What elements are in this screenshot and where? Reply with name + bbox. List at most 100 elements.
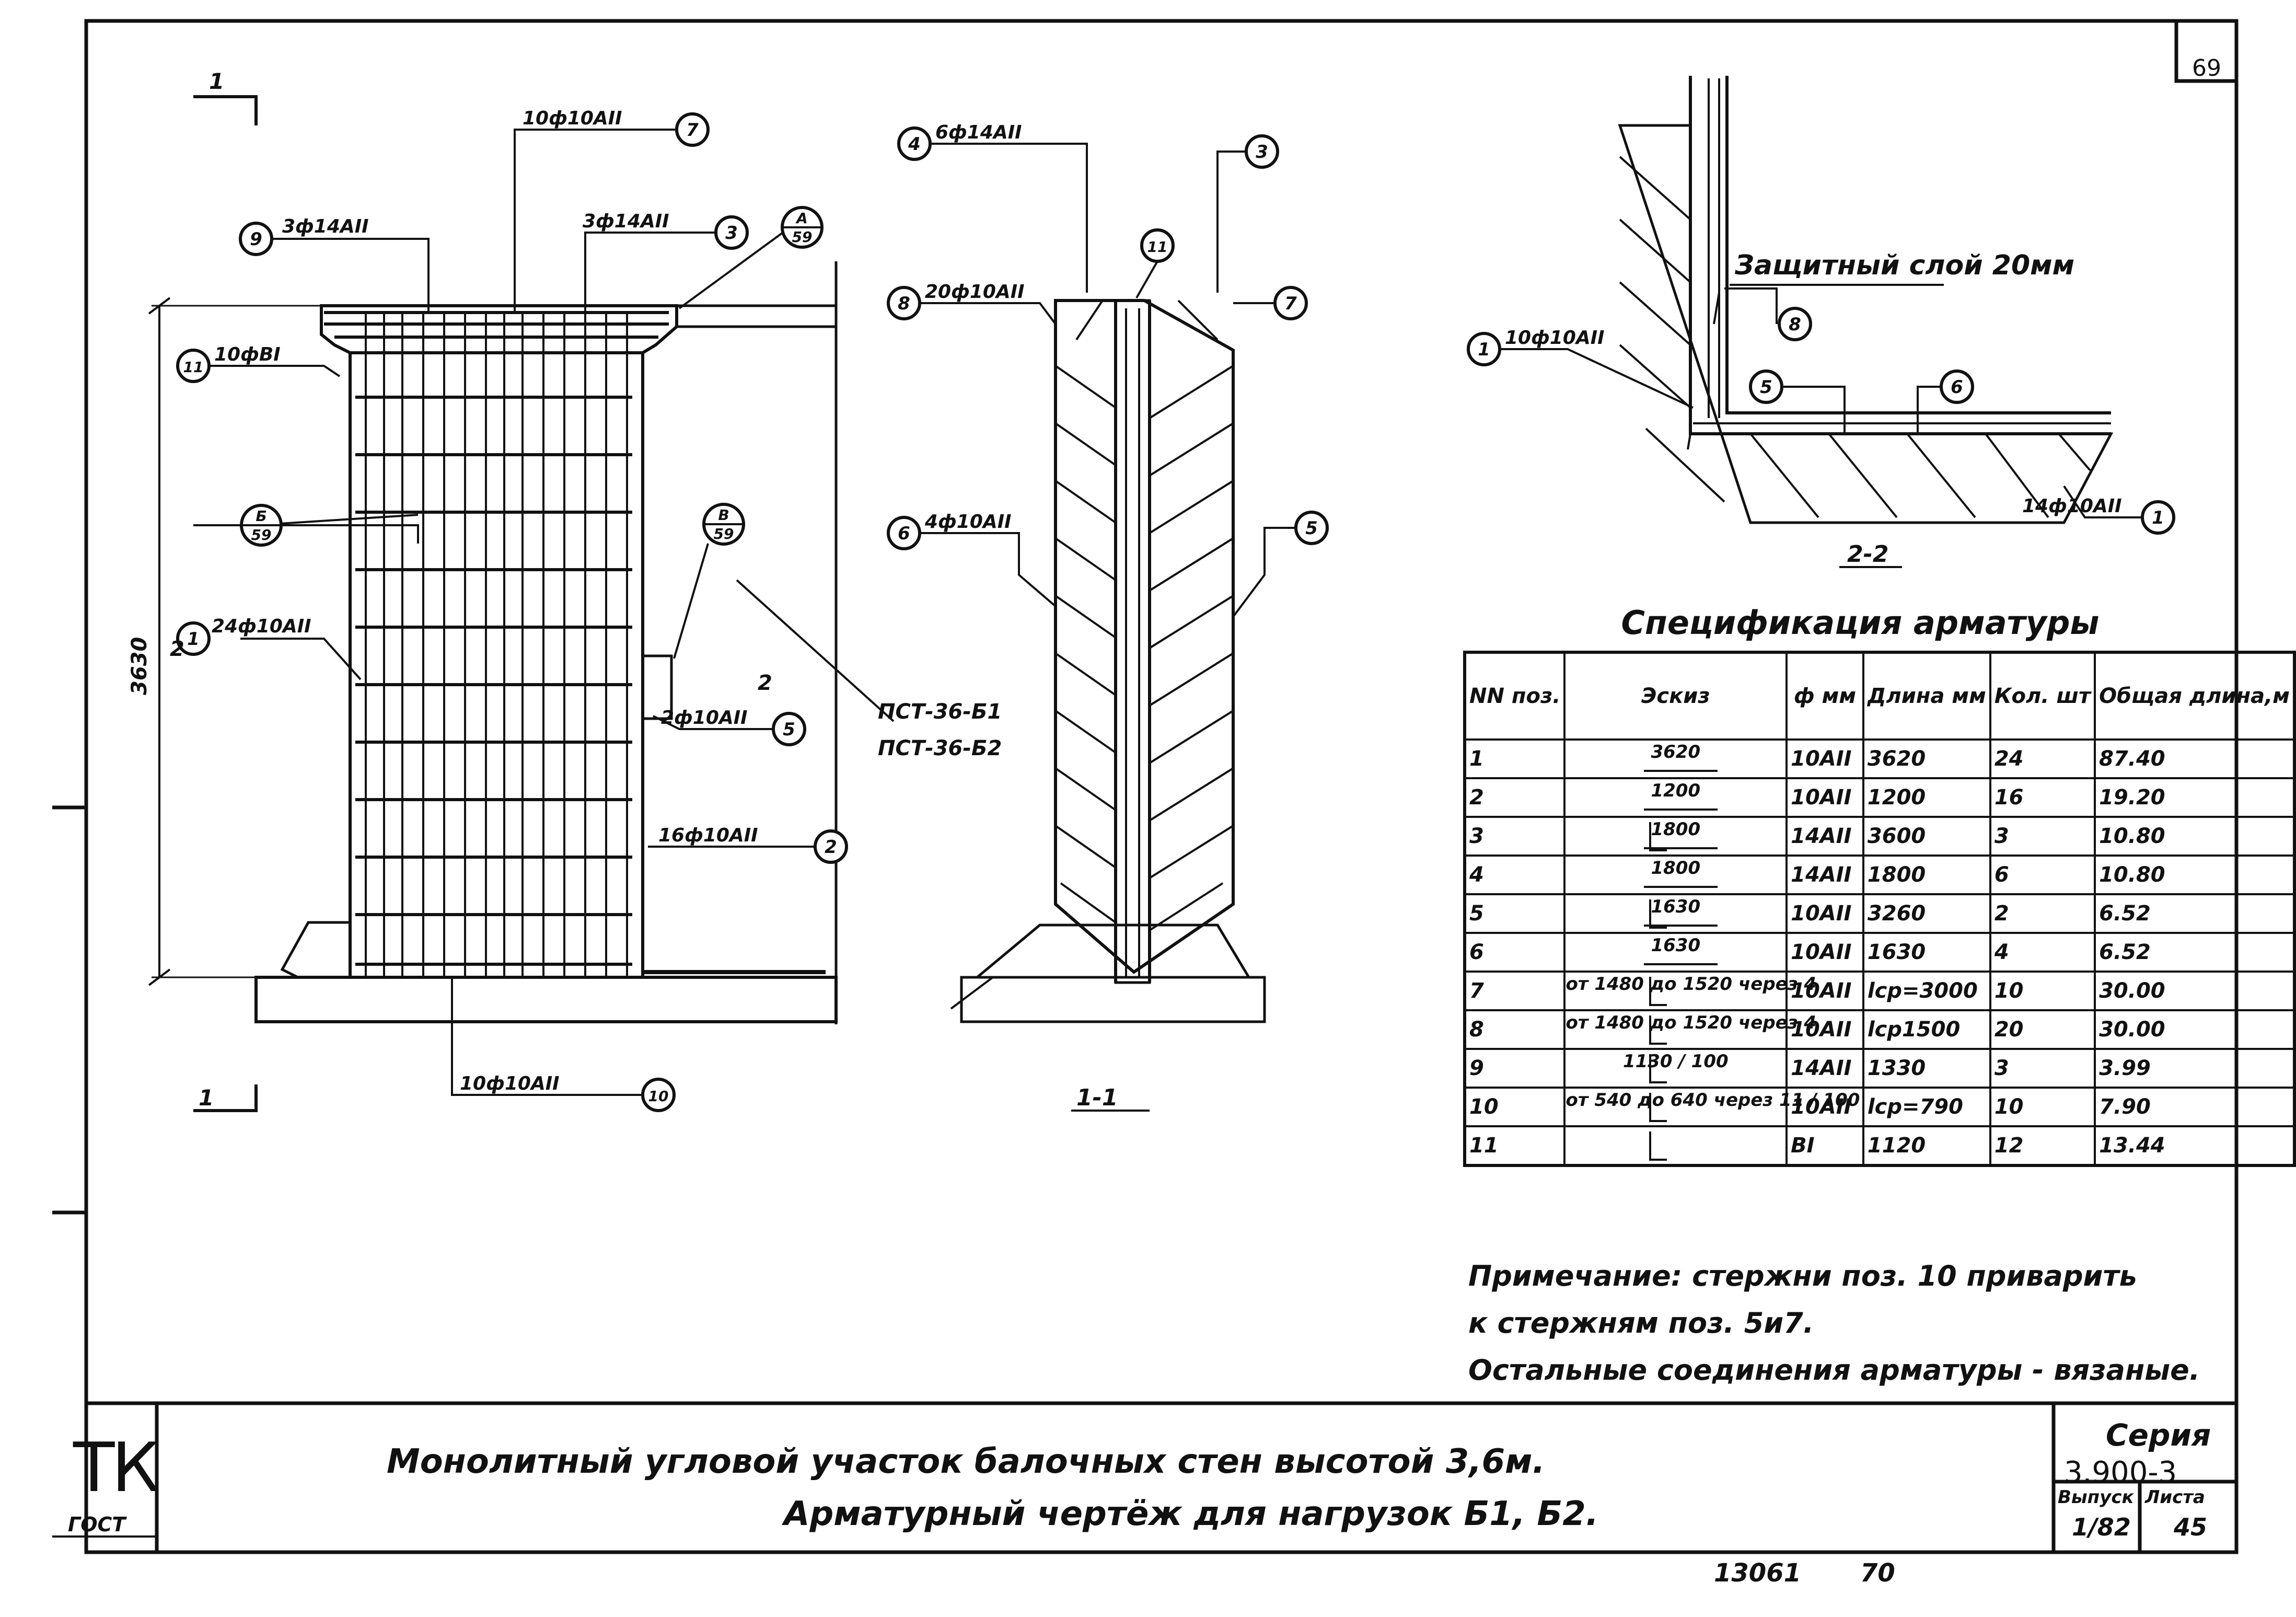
- cell-qty: 20: [1989, 1009, 2096, 1050]
- cell-sketch: [1563, 1125, 1788, 1166]
- bar-sketch: [1644, 847, 1718, 849]
- spec-title: Спецификация арматуры: [1621, 604, 2100, 642]
- bar-sketch: [1644, 963, 1718, 965]
- stirrup-sketch: [1649, 1131, 1667, 1161]
- cell-pos: 4: [1463, 854, 1566, 895]
- bar-hook-sketch: [1649, 822, 1667, 851]
- spec-header-row: NN поз. Эскиз ф мм Длина мм Кол. шт Обща…: [1463, 651, 2295, 741]
- cell-dia: BI: [1785, 1125, 1864, 1166]
- protective-layer-note: Защитный слой 20мм: [1734, 250, 2074, 281]
- view-mark: 2: [758, 671, 772, 695]
- note-line-2: к стержням поз. 5и7.: [1468, 1307, 1814, 1339]
- note-line-1: Примечание: стержни поз. 10 приварить: [1468, 1260, 2137, 1292]
- bar-sketch: [1644, 770, 1718, 772]
- callout-label: 6ф14AII: [935, 122, 1022, 143]
- sketch-dimension: 3620: [1651, 742, 1701, 763]
- sketch-dimension: 1800: [1651, 858, 1701, 879]
- cell-sketch: от 540 до 640 через 11 / 100: [1563, 1087, 1860, 1127]
- marker-circle: [772, 712, 806, 746]
- cell-pos: 2: [1463, 777, 1566, 818]
- series-label: Серия: [2106, 1417, 2211, 1453]
- cell-qty: 3: [1989, 816, 2096, 857]
- callout-num: 5: [1305, 518, 1318, 539]
- cell-total: 30.00: [2094, 1009, 2295, 1050]
- callout-num: В: [718, 506, 729, 524]
- cell-dia: 10AII: [1785, 893, 1864, 934]
- tk-logo: ТК: [73, 1428, 160, 1507]
- issue-label: Выпуск: [2058, 1487, 2134, 1508]
- callout-label: 16ф10AII: [658, 825, 758, 846]
- cell-len: 1800: [1862, 854, 1991, 895]
- callout-num: 11: [1147, 238, 1168, 256]
- header-pos: NN поз.: [1463, 651, 1566, 741]
- callout-label: 3ф14AII: [282, 216, 369, 237]
- cell-pos: 6: [1463, 932, 1566, 973]
- cell-sketch: 1630: [1563, 932, 1788, 973]
- cell-dia: 14AII: [1785, 854, 1864, 895]
- callout-label: 3ф14AII: [583, 211, 669, 232]
- callout-num: 2: [825, 837, 837, 858]
- bar-hook-sketch: [1649, 977, 1667, 1006]
- view-mark: 2: [170, 637, 184, 661]
- sketch-dimension: 1200: [1651, 780, 1701, 801]
- marker-circle: [814, 829, 848, 864]
- marker-circle: [1245, 134, 1279, 169]
- elevation-view: [148, 95, 895, 1112]
- callout-num: 8: [1789, 314, 1801, 335]
- callout-num: 1: [187, 629, 200, 650]
- sheet-label: Листа: [2145, 1487, 2205, 1508]
- sketch-dimension: от 540 до 640 через 11 / 100: [1566, 1090, 1860, 1111]
- callout-label: 2ф10AII: [661, 707, 748, 729]
- cell-qty: 24: [1989, 738, 2096, 779]
- callout-label: 20ф10AII: [925, 281, 1025, 303]
- cell-qty: 12: [1989, 1125, 2096, 1166]
- cell-pos: 3: [1463, 816, 1566, 857]
- callout-label: 10ф10AII: [523, 108, 622, 129]
- callout-num: 59: [251, 526, 272, 544]
- sketch-dimension: от 1480 до 1520 через 4: [1566, 1012, 1816, 1033]
- callout-label: 10ф10AII: [1505, 327, 1605, 349]
- note-line-3: Остальные соединения арматуры - вязаные.: [1468, 1354, 2200, 1387]
- header-quantity: Кол. шт: [1989, 651, 2096, 741]
- callout-num: A: [795, 210, 808, 227]
- cell-dia: 10AII: [1785, 738, 1864, 779]
- callout-num: 5: [783, 719, 795, 740]
- cell-len: lср1500: [1862, 1009, 1991, 1050]
- sketch-dimension: 1800: [1651, 819, 1701, 840]
- cell-qty: 16: [1989, 777, 2096, 818]
- callout-label: 10фBI: [214, 344, 281, 365]
- sketch-dimension: от 1480 до 1520 через 4: [1566, 974, 1816, 995]
- stamp-text: ГОСТ: [68, 1513, 126, 1536]
- callout-num: 7: [686, 120, 699, 141]
- header-sketch: Эскиз: [1563, 651, 1788, 741]
- marker-circle: [1294, 511, 1329, 545]
- cell-pos: 9: [1463, 1048, 1566, 1089]
- bar-hook-sketch: [1649, 1015, 1667, 1045]
- sheet-of-series: 45: [2174, 1513, 2208, 1541]
- marker-circle: [176, 621, 211, 656]
- series-number: 3.900-3: [2064, 1456, 2177, 1489]
- cell-qty: 2: [1989, 893, 2096, 934]
- callout-num: 59: [792, 228, 813, 246]
- header-diameter: ф мм: [1785, 651, 1864, 741]
- cell-sketch: 1630: [1563, 893, 1788, 934]
- cell-qty: 10: [1989, 971, 2096, 1011]
- cell-dia: 10AII: [1785, 1009, 1864, 1050]
- cell-sketch: 1200: [1563, 777, 1788, 818]
- marker-circle: [2141, 500, 2175, 535]
- section-title: 1-1: [1076, 1084, 1118, 1111]
- cell-total: 10.80: [2094, 854, 2295, 895]
- cell-len: lср=3000: [1862, 971, 1991, 1011]
- drawing-title-line-2: Арматурный чертёж для нагрузок Б1, Б2.: [784, 1495, 1599, 1533]
- bar-hook-sketch: [1649, 1054, 1667, 1083]
- callout-num: Б: [256, 507, 266, 525]
- bottom-number: 13061: [1714, 1558, 1801, 1588]
- spec-table: NN поз. Эскиз ф мм Длина мм Кол. шт Обща…: [1463, 651, 2296, 1167]
